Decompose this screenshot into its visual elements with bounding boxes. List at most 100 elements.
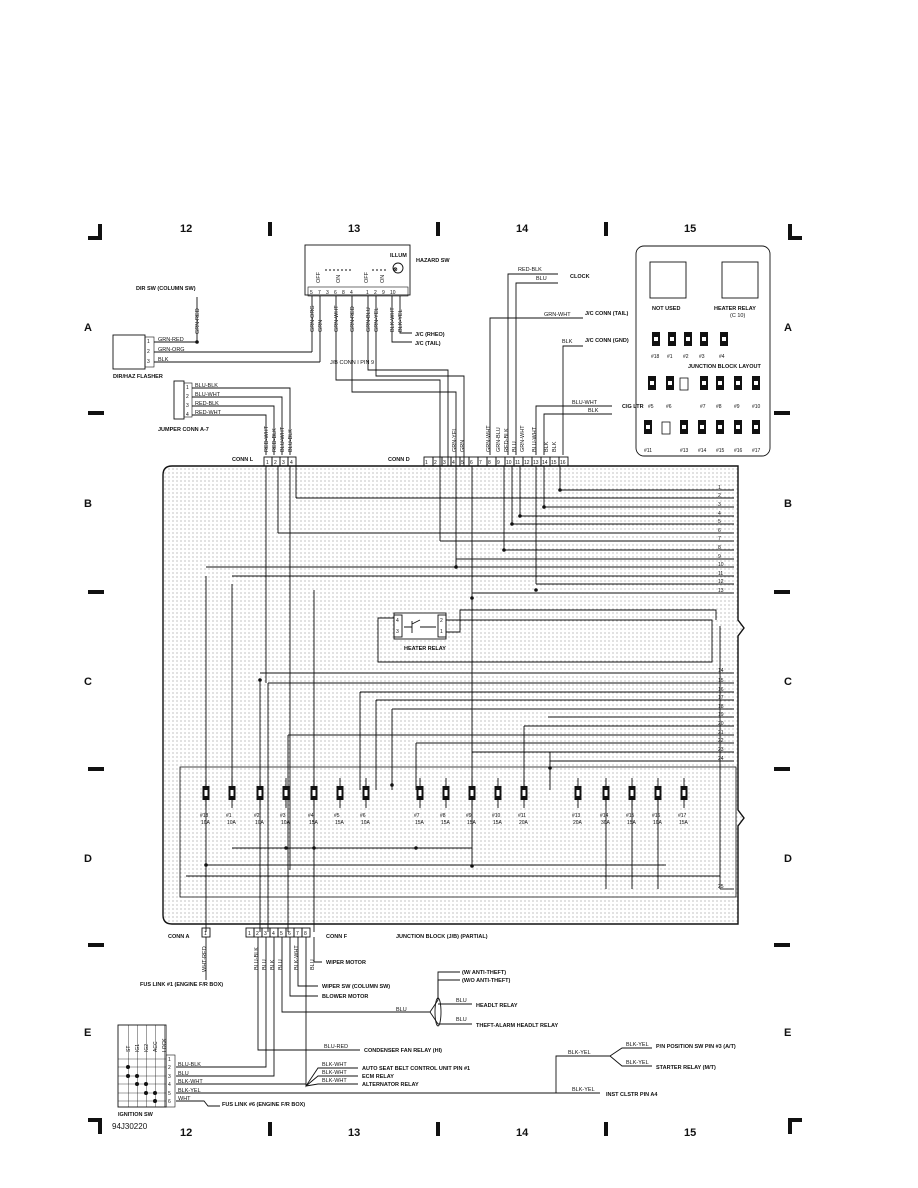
- ign-position-label: ACC: [153, 1041, 159, 1052]
- layout-fuse-label: #1: [667, 354, 673, 360]
- ign-contact-dot: [126, 1074, 130, 1078]
- junction-dot: [542, 505, 546, 509]
- anti-theft-wo-label: (W/O ANTI-THEFT): [462, 978, 511, 984]
- conn-f-wire-label: BLU: [310, 959, 316, 970]
- bus-number: 8: [718, 545, 721, 551]
- hazard-pin: 10: [390, 290, 396, 296]
- ign-position-label: IG2: [144, 1044, 150, 1052]
- bus-number: 10: [718, 562, 724, 568]
- frame-corners: [88, 222, 802, 1136]
- conn-a-label: CONN A: [168, 934, 190, 940]
- fuse-rating: 15A: [335, 820, 345, 826]
- layout-fuse-label: #7: [700, 404, 706, 410]
- jc-tail2-label: J/C (TAIL): [415, 341, 441, 347]
- ign-wire-label: BLU: [178, 1071, 189, 1077]
- grid-col-12: 12: [180, 223, 192, 235]
- bus-number: 23: [718, 747, 724, 753]
- illum-lamp-icon: ⊗: [393, 267, 398, 273]
- bus-number: 2: [718, 493, 721, 499]
- wiper-sw-label: WIPER SW (COLUMN SW): [322, 984, 390, 990]
- junction-block-body: 1234567891011121314151617181920212223242…: [162, 465, 745, 932]
- layout-fuse-label: #9: [734, 404, 740, 410]
- svg-text:BLU-BLK: BLU-BLK: [195, 383, 218, 389]
- conn-d-label: CONN D: [388, 457, 410, 463]
- theft-relay-label: THEFT-ALARM HEADLT RELAY: [476, 1023, 559, 1029]
- bus-number: 11: [718, 571, 723, 577]
- hazard-wire-label: GRN-RED: [350, 306, 356, 332]
- svg-text:OFF: OFF: [364, 271, 370, 283]
- bus-number: 3: [718, 502, 721, 508]
- svg-text:13: 13: [533, 460, 539, 466]
- bus-number: 20: [718, 721, 724, 727]
- hazard-pin: 4: [350, 290, 353, 296]
- jc-tail-label: J/C CONN (TAIL): [585, 311, 628, 317]
- bus-number: 7: [718, 536, 721, 542]
- ign-contact-dot: [144, 1082, 148, 1086]
- hazard-pin: 5: [310, 290, 313, 296]
- svg-text:1: 1: [425, 460, 428, 466]
- fuse-id: #3: [280, 813, 286, 819]
- svg-text:BLK-YEL: BLK-YEL: [626, 1042, 649, 1048]
- fuse-rating: 15A: [441, 820, 451, 826]
- conn-f-wire-label: BLU: [278, 959, 284, 970]
- svg-text:4: 4: [396, 618, 399, 624]
- jc-rheo-label: J/C (RHEO): [415, 332, 445, 338]
- condenser-fan-label: CONDENSER FAN RELAY (HI): [364, 1048, 442, 1054]
- conn-f-wire-label: BLU: [262, 959, 268, 970]
- grid-col-15: 15: [684, 223, 696, 235]
- conn-d-wire-label: BLK: [544, 441, 550, 452]
- svg-text:GRN-RED: GRN-RED: [195, 308, 201, 334]
- fuse-id: #13: [572, 813, 581, 819]
- dir-haz-flasher: 1 2 3 DIR/HAZ FLASHER GRN-RED GRN-ORG BL…: [112, 286, 374, 380]
- ign-contact-dot: [153, 1091, 157, 1095]
- not-used-label: NOT USED: [652, 306, 680, 312]
- grid-row-b-right: B: [784, 498, 792, 510]
- heater-relay-internal: 4 3 2 1 HEATER RELAY: [377, 609, 717, 663]
- fuse-rating: 10A: [201, 820, 211, 826]
- pn-sw-label: P/N POSITION SW PIN #3 (A/T): [656, 1044, 736, 1050]
- bus-number: 15: [718, 678, 724, 684]
- svg-text:6: 6: [288, 931, 291, 937]
- ecm-relay-label: ECM RELAY: [362, 1074, 394, 1080]
- ign-wire-label: BLU-BLK: [178, 1062, 201, 1068]
- diagram-code: 94J30220: [112, 1122, 148, 1131]
- svg-text:3: 3: [186, 403, 189, 409]
- svg-text:9: 9: [497, 460, 500, 466]
- layout-fuse-label: #17: [752, 448, 761, 454]
- svg-text:GRN-WHT: GRN-WHT: [544, 312, 571, 318]
- svg-text:RED-BLK: RED-BLK: [518, 267, 542, 273]
- hazard-illum-label: ILLUM: [390, 253, 407, 259]
- fuse-rating: 10A: [227, 820, 237, 826]
- hazard-wire-label: GRN-ORG: [310, 305, 316, 332]
- junction-block-layout: NOT USED HEATER RELAY (C 10) JUNCTION BL…: [635, 245, 771, 457]
- ign-pin: 3: [168, 1074, 171, 1080]
- conn-f-wire-label: BLK: [270, 959, 276, 970]
- junction-dot: [518, 514, 522, 518]
- conn-f-wire-label: BLU-BLK: [254, 947, 260, 970]
- svg-text:7: 7: [479, 460, 482, 466]
- ign-contact-dot: [135, 1074, 139, 1078]
- bus-number: 21: [718, 730, 724, 736]
- ign-position-label: ST: [126, 1046, 132, 1052]
- seat-belt-label: AUTO SEAT BELT CONTROL UNIT PIN #1: [362, 1066, 470, 1072]
- hazard-pin: 3: [326, 290, 329, 296]
- bus-number: 13: [718, 588, 724, 594]
- conn-d-wire-label: BLU: [512, 441, 518, 452]
- svg-text:1: 1: [204, 931, 207, 937]
- junction-dot: [548, 766, 552, 770]
- hazard-wire-label: GRN-WHT: [334, 305, 340, 332]
- ignition-sw-title: IGNITION SW: [118, 1112, 154, 1118]
- ign-wire-label: WHT: [178, 1096, 191, 1102]
- grid-col-12-bottom: 12: [180, 1127, 192, 1139]
- grid-row-a: A: [84, 322, 92, 334]
- inst-clstr-label: INST CLSTR PIN A4: [606, 1092, 658, 1098]
- ign-contact-dot: [126, 1065, 130, 1069]
- ign-contact-dot: [135, 1082, 139, 1086]
- svg-text:7: 7: [296, 931, 299, 937]
- junction-dot: [470, 596, 474, 600]
- grid-col-14: 14: [516, 223, 529, 235]
- bus-number: 4: [718, 511, 721, 517]
- svg-text:1: 1: [147, 339, 150, 345]
